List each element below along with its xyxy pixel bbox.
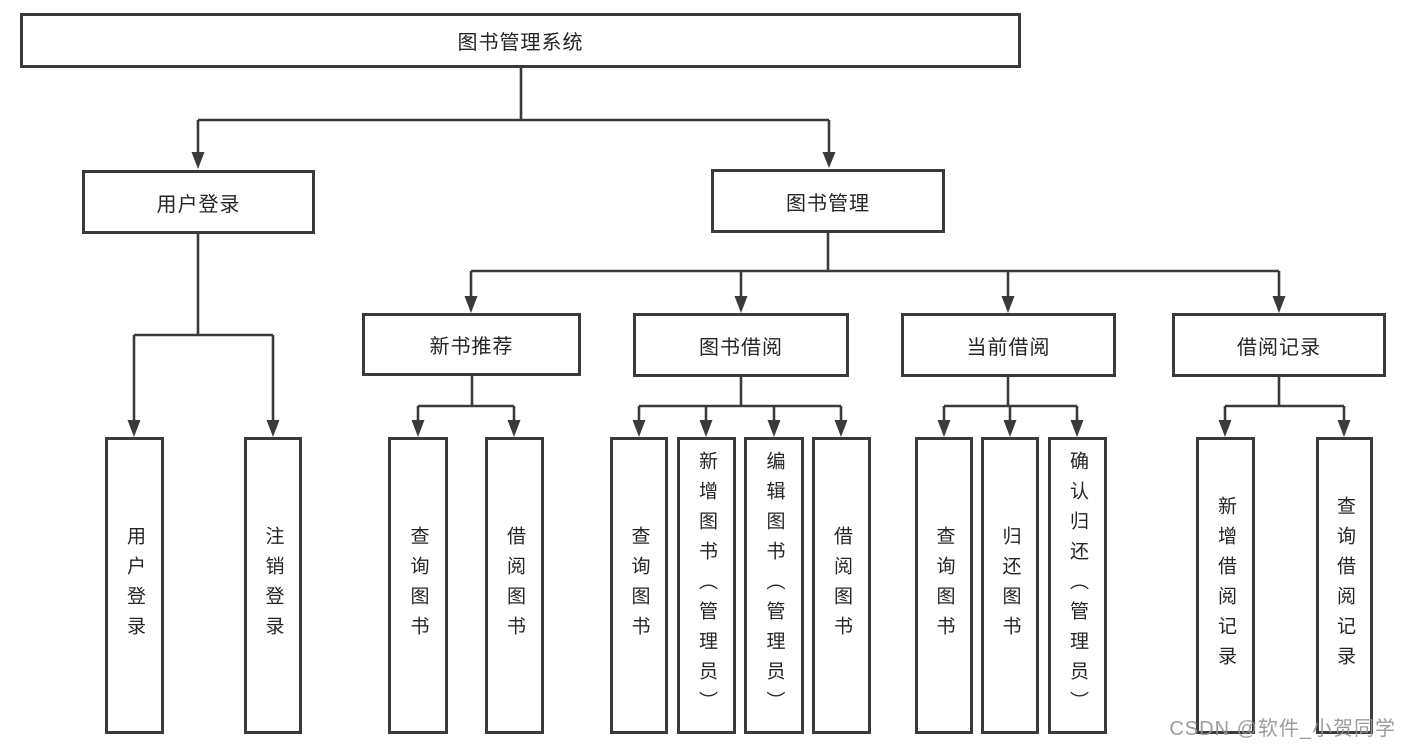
connector-root-to-level2	[196, 68, 831, 154]
node-new-book-rec: 新书推荐	[362, 313, 581, 376]
leaf-add-book-admin: 新增图书（管理员）	[677, 437, 736, 734]
leaf-query-book-borrow-label: 查询图书	[628, 525, 650, 646]
leaf-confirm-return-admin-label: 确认归还（管理员）	[1067, 450, 1088, 721]
leaf-user-login: 用户登录	[105, 437, 164, 734]
node-book-mgmt-label: 图书管理	[786, 192, 870, 215]
leaf-borrow-book-borrow: 借阅图书	[812, 437, 871, 734]
node-root: 图书管理系统	[20, 13, 1021, 68]
node-borrow-records: 借阅记录	[1172, 313, 1386, 377]
leaf-return-book-label: 归还图书	[999, 525, 1021, 646]
connector-user-login-children	[132, 234, 275, 422]
node-new-book-rec-label: 新书推荐	[429, 336, 514, 358]
leaf-query-borrow-record: 查询借阅记录	[1316, 437, 1373, 734]
connector-current-borrow-children	[942, 377, 1079, 422]
node-user-login-label: 用户登录	[156, 193, 241, 216]
csdn-watermark: CSDN @软件_小贺同学	[1169, 718, 1396, 740]
node-book-mgmt: 图书管理	[711, 169, 945, 233]
connector-book-mgmt-to-level3	[469, 233, 1281, 298]
node-user-login: 用户登录	[82, 170, 315, 234]
leaf-return-book: 归还图书	[981, 437, 1039, 734]
leaf-query-book-current: 查询图书	[915, 437, 973, 734]
leaf-logout: 注销登录	[244, 437, 302, 734]
leaf-edit-book-admin: 编辑图书（管理员）	[744, 437, 804, 734]
leaf-query-book-borrow: 查询图书	[610, 437, 668, 734]
node-current-borrow-label: 当前借阅	[966, 336, 1051, 359]
leaf-add-borrow-record: 新增借阅记录	[1196, 437, 1255, 734]
leaf-logout-label: 注销登录	[262, 525, 284, 646]
node-root-label: 图书管理系统	[457, 32, 584, 54]
leaf-query-book-rec: 查询图书	[388, 437, 448, 734]
node-book-borrow-label: 图书借阅	[699, 336, 783, 359]
leaf-borrow-book-rec-label: 借阅图书	[504, 525, 525, 646]
node-borrow-records-label: 借阅记录	[1237, 336, 1321, 359]
leaf-confirm-return-admin: 确认归还（管理员）	[1048, 437, 1107, 734]
leaf-query-borrow-record-label: 查询借阅记录	[1334, 495, 1355, 676]
leaf-user-login-label: 用户登录	[124, 525, 145, 646]
leaf-borrow-book-borrow-label: 借阅图书	[831, 525, 852, 646]
leaf-edit-book-admin-label: 编辑图书（管理员）	[763, 450, 785, 721]
connector-borrow-records-children	[1223, 377, 1346, 422]
connector-new-book-rec-children	[416, 375, 516, 422]
connector-book-borrow-children	[637, 377, 843, 422]
leaf-query-book-current-label: 查询图书	[933, 525, 955, 646]
leaf-add-book-admin-label: 新增图书（管理员）	[696, 450, 717, 721]
leaf-add-borrow-record-label: 新增借阅记录	[1215, 495, 1236, 676]
node-book-borrow: 图书借阅	[633, 313, 849, 377]
leaf-borrow-book-rec: 借阅图书	[485, 437, 544, 734]
node-current-borrow: 当前借阅	[901, 313, 1116, 377]
leaf-query-book-rec-label: 查询图书	[407, 525, 429, 646]
